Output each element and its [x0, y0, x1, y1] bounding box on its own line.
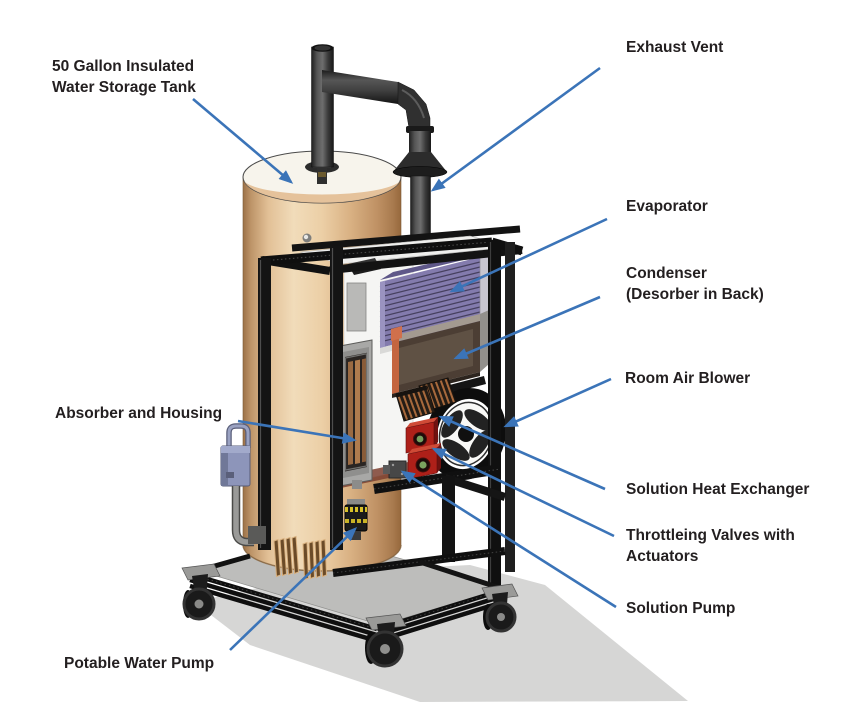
- label-line: (Desorber in Back): [626, 286, 764, 303]
- label-absorber-arrow: [237, 419, 357, 444]
- label-room-air-blower-arrow: [503, 377, 612, 428]
- label-potable-water-pump-arrow: [229, 527, 358, 651]
- control-box-graphic: [220, 423, 251, 487]
- label-evaporator: Evaporator: [626, 196, 708, 217]
- tank-louvers: [273, 535, 328, 581]
- label-potable-water-pump: Potable Water Pump: [64, 653, 214, 674]
- label-line: Solution Pump: [626, 600, 736, 617]
- label-exhaust-vent: Exhaust Vent: [626, 37, 723, 58]
- label-line: 50 Gallon Insulated: [52, 58, 195, 75]
- label-line: Actuators: [626, 548, 699, 565]
- drain-pipe-graphic: [231, 486, 266, 547]
- label-condenser: Condenser (Desorber in Back): [626, 263, 764, 305]
- label-room-air-blower: Room Air Blower: [625, 368, 750, 389]
- cart-graphic: [181, 553, 519, 668]
- label-line: Room Air Blower: [625, 370, 751, 387]
- exhaust-vent-graphic: [311, 44, 448, 247]
- label-water-storage-tank-arrow: [192, 98, 294, 184]
- label-line: Absorber and Housing: [55, 405, 223, 422]
- potable-water-pump-graphic: [344, 499, 368, 540]
- label-line: Throttleing Valves with: [626, 527, 795, 544]
- label-solution-heat-exchanger: Solution Heat Exchanger: [626, 479, 809, 500]
- label-exhaust-vent-arrow: [430, 66, 601, 192]
- label-line: Solution Heat Exchanger: [626, 481, 810, 498]
- label-solution-heat-exchanger-arrow: [438, 415, 606, 491]
- label-throttling-valves-arrow: [431, 447, 615, 538]
- label-line: Potable Water Pump: [64, 655, 215, 672]
- frame-graphic: [258, 225, 524, 587]
- label-line: Water Storage Tank: [52, 79, 196, 96]
- label-line: Condenser: [626, 265, 707, 282]
- label-line: Exhaust Vent: [626, 39, 724, 56]
- label-solution-pump-arrow: [400, 470, 617, 609]
- solution-heat-exchanger-graphic: [395, 377, 457, 422]
- label-condenser-arrow: [453, 295, 601, 360]
- label-absorber: Absorber and Housing: [55, 403, 222, 424]
- label-solution-pump: Solution Pump: [626, 598, 735, 619]
- label-line: Evaporator: [626, 198, 708, 215]
- label-evaporator-arrow: [449, 217, 608, 293]
